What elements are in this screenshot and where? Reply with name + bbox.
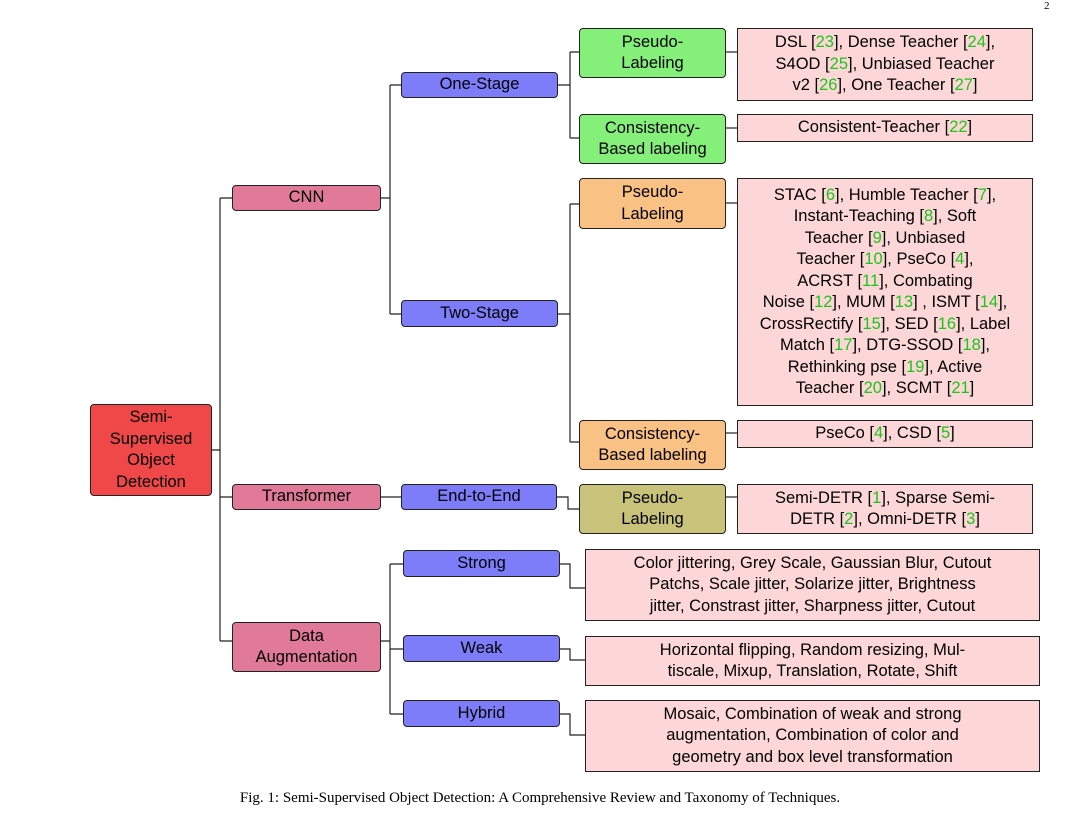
citation-ref[interactable]: 12: [814, 293, 833, 311]
leaf-one-stage-consistency: Consistent-Teacher [22]: [737, 114, 1033, 142]
method-end-to-end-pseudo-labeling: Pseudo-Labeling: [579, 484, 726, 534]
leaf-text: Consistent-Teacher [22]: [797, 118, 973, 137]
method-two-stage-pseudo-labeling: Pseudo-Labeling: [579, 178, 726, 229]
connector-two-stage: [558, 203, 579, 443]
citation-ref[interactable]: 10: [864, 250, 883, 268]
method-label: Pseudo-Labeling: [621, 32, 684, 73]
subcat-hybrid: Hybrid: [403, 700, 560, 727]
leaf-weak-augmentation: Horizontal flipping, Random resizing, Mu…: [585, 636, 1040, 686]
citation-ref[interactable]: 25: [829, 54, 848, 73]
method-two-stage-consistency: Consistency-Based labeling: [579, 420, 726, 470]
citation-ref[interactable]: 18: [962, 336, 981, 354]
category-transformer: Transformer: [232, 484, 381, 510]
subcat-strong-label: Strong: [457, 553, 506, 572]
leaf-two-stage-pseudo-labeling: STAC [6], Humble Teacher [7],Instant-Tea…: [737, 178, 1033, 406]
subcat-one-stage-label: One-Stage: [439, 75, 520, 94]
connector-cnn: [381, 84, 401, 315]
subcat-weak-label: Weak: [460, 638, 503, 657]
connector-weak-leaf: [560, 648, 585, 661]
method-label: Pseudo-Labeling: [621, 488, 684, 529]
method-one-stage-consistency: Consistency-Based labeling: [579, 114, 726, 164]
citation-ref[interactable]: 6: [825, 185, 835, 204]
citation-ref[interactable]: 22: [949, 118, 968, 137]
leaf-text: PseCo [4], CSD [5]: [815, 424, 955, 443]
citation-ref[interactable]: 3: [966, 510, 976, 528]
citation-ref[interactable]: 7: [977, 185, 987, 204]
connector-end-to-end: [557, 496, 579, 510]
citation-ref[interactable]: 23: [815, 33, 834, 52]
citation-ref[interactable]: 16: [937, 314, 957, 333]
connector-strong-leaf: [560, 563, 585, 589]
citation-ref[interactable]: 4: [873, 424, 884, 443]
figure-caption: Fig. 1: Semi-Supervised Object Detection…: [239, 790, 841, 806]
citation-ref[interactable]: 21: [951, 379, 970, 397]
category-transformer-label: Transformer: [261, 487, 352, 506]
category-cnn: CNN: [232, 185, 381, 211]
connector-root: [212, 197, 232, 642]
connector-one-stage: [558, 51, 579, 139]
subcat-strong: Strong: [403, 550, 560, 577]
method-label: Consistency-Based labeling: [598, 118, 707, 159]
citation-ref[interactable]: 8: [923, 207, 934, 225]
leaf-text: Horizontal flipping, Random resizing, Mu…: [659, 640, 966, 681]
citation-ref[interactable]: 1: [872, 488, 882, 507]
citation-ref[interactable]: 15: [862, 314, 881, 333]
page-number: 2: [1044, 0, 1050, 12]
subcat-weak: Weak: [403, 635, 560, 662]
citation-ref[interactable]: 4: [955, 250, 965, 268]
citation-ref[interactable]: 11: [862, 271, 880, 290]
citation-ref[interactable]: 13: [894, 293, 914, 311]
method-one-stage-pseudo-labeling: Pseudo-Labeling: [579, 28, 726, 78]
citation-ref[interactable]: 2: [844, 510, 854, 528]
leaf-text: Semi-DETR [1], Sparse Semi-DETR [2], Omn…: [774, 488, 996, 529]
citation-ref[interactable]: 24: [967, 33, 986, 52]
subcat-end-to-end: End-to-End: [401, 484, 557, 510]
subcat-hybrid-label: Hybrid: [457, 703, 506, 722]
method-label: Consistency-Based labeling: [598, 424, 707, 465]
leaf-two-stage-consistency: PseCo [4], CSD [5]: [737, 420, 1033, 448]
leaf-one-stage-pseudo-labeling: DSL [23], Dense Teacher [24],S4OD [25], …: [737, 28, 1033, 101]
citation-ref[interactable]: 20: [863, 379, 882, 397]
citation-ref[interactable]: 17: [834, 336, 853, 354]
subcat-one-stage: One-Stage: [401, 72, 558, 98]
citation-ref[interactable]: 9: [872, 228, 882, 247]
citation-ref[interactable]: 19: [906, 357, 925, 376]
category-cnn-label: CNN: [288, 188, 325, 207]
connector-data-aug: [381, 563, 403, 715]
method-label: Pseudo-Labeling: [621, 183, 684, 223]
leaf-text: Color jittering, Grey Scale, Gaussian Bl…: [633, 553, 992, 615]
subcat-two-stage: Two-Stage: [401, 300, 558, 327]
leaf-text: DSL [23], Dense Teacher [24],S4OD [25], …: [774, 33, 996, 95]
citation-ref[interactable]: 14: [979, 293, 999, 311]
leaf-end-to-end-pseudo-labeling: Semi-DETR [1], Sparse Semi-DETR [2], Omn…: [737, 484, 1033, 534]
subcat-end-to-end-label: End-to-End: [437, 487, 521, 506]
citation-ref[interactable]: 27: [954, 76, 973, 95]
leaf-strong-augmentation: Color jittering, Grey Scale, Gaussian Bl…: [585, 549, 1040, 621]
citation-ref[interactable]: 5: [940, 424, 951, 443]
leaf-text: STAC [6], Humble Teacher [7],Instant-Tea…: [759, 185, 1011, 398]
subcat-two-stage-label: Two-Stage: [440, 303, 519, 322]
connector-hybrid-leaf: [560, 713, 585, 736]
citation-ref[interactable]: 26: [819, 76, 838, 95]
